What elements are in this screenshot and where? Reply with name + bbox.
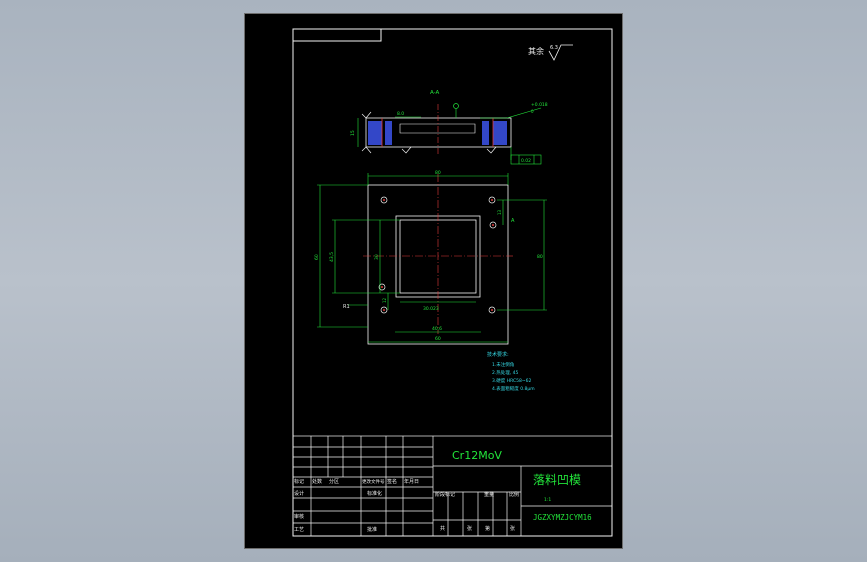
section-view: [357, 103, 542, 165]
drawing-number: JGZXYMZJCYM16: [533, 513, 592, 522]
sheet-total-label: 共: [440, 525, 445, 532]
dim-width-outer: 80: [435, 170, 441, 176]
tech-item: 4.表面粗糙度 0.8μm: [492, 385, 535, 392]
tech-item: 3.硬度 HRC58~62: [492, 377, 532, 384]
roughness-value: 6.3: [550, 45, 558, 51]
tolerance-upper: +0.018: [531, 102, 548, 108]
sheet-index-label: 第: [485, 525, 490, 532]
top-dim: 8.0: [397, 111, 404, 117]
tech-item: 1.未注倒角: [492, 361, 514, 368]
label-approve: 批准: [367, 526, 377, 533]
label-standardize: 标准化: [367, 490, 382, 497]
header-date: 年月日: [404, 478, 419, 485]
material-name: Cr12MoV: [452, 449, 502, 462]
cad-drawing: 其余 6.3 A-A 8.0 15 +0.018 0 0.02: [292, 28, 613, 537]
thickness-dim: 15: [350, 130, 356, 136]
section-label: A-A: [430, 90, 440, 96]
tolerance-lower: 0: [531, 109, 534, 114]
part-name: 落料凹模: [533, 473, 581, 487]
dim-square-vertical: 30: [374, 254, 380, 260]
dim-height-left: 60: [314, 254, 320, 260]
row-process: 工艺: [294, 527, 304, 533]
roughness-symbol-icon: [548, 44, 573, 61]
flatness-value: 0.02: [521, 158, 531, 164]
dim-height-inner: 43,5: [329, 252, 335, 262]
corner-radius: R1: [343, 304, 350, 310]
header-zone: 分区: [329, 478, 339, 485]
drawing-sheet: 其余 6.3 A-A 8.0 15 +0.018 0 0.02: [244, 13, 623, 549]
dim-pin-vertical: 12: [382, 297, 387, 303]
sheet-unit-label-2: 张: [510, 525, 515, 532]
stage-header: 阶段标记: [435, 491, 455, 498]
dim-small-vertical: 13: [497, 209, 502, 215]
header-change-no: 更改文件号: [362, 478, 385, 485]
row-review: 审核: [294, 513, 304, 520]
dim-square: 30.023: [423, 306, 439, 312]
tech-requirements: 技术要求: 1.未注倒角 2.热处理, 45 3.硬度 HRC58~62 4.表…: [487, 351, 535, 392]
roughness-label: 其余: [528, 46, 544, 56]
plan-view: [317, 173, 547, 345]
dim-height-right: 80: [537, 254, 543, 260]
weight-header: 重量: [484, 491, 494, 498]
header-signature: 签名: [387, 478, 397, 485]
dim-width-inner: 40,6: [432, 326, 442, 332]
dim-width-bottom: 60: [435, 336, 441, 342]
tech-title: 技术要求:: [487, 351, 509, 358]
title-block: [292, 435, 613, 537]
sheet-unit-label: 张: [467, 525, 472, 532]
header-mark: 标记: [294, 478, 304, 485]
tech-item: 2.热处理, 45: [492, 369, 519, 376]
code-box: [292, 28, 382, 42]
section-marker: A: [511, 218, 515, 224]
header-count: 处数: [312, 478, 322, 485]
scale-value: 1:1: [544, 497, 551, 503]
scale-header: 比例: [509, 491, 519, 498]
row-design: 设计: [294, 490, 304, 497]
